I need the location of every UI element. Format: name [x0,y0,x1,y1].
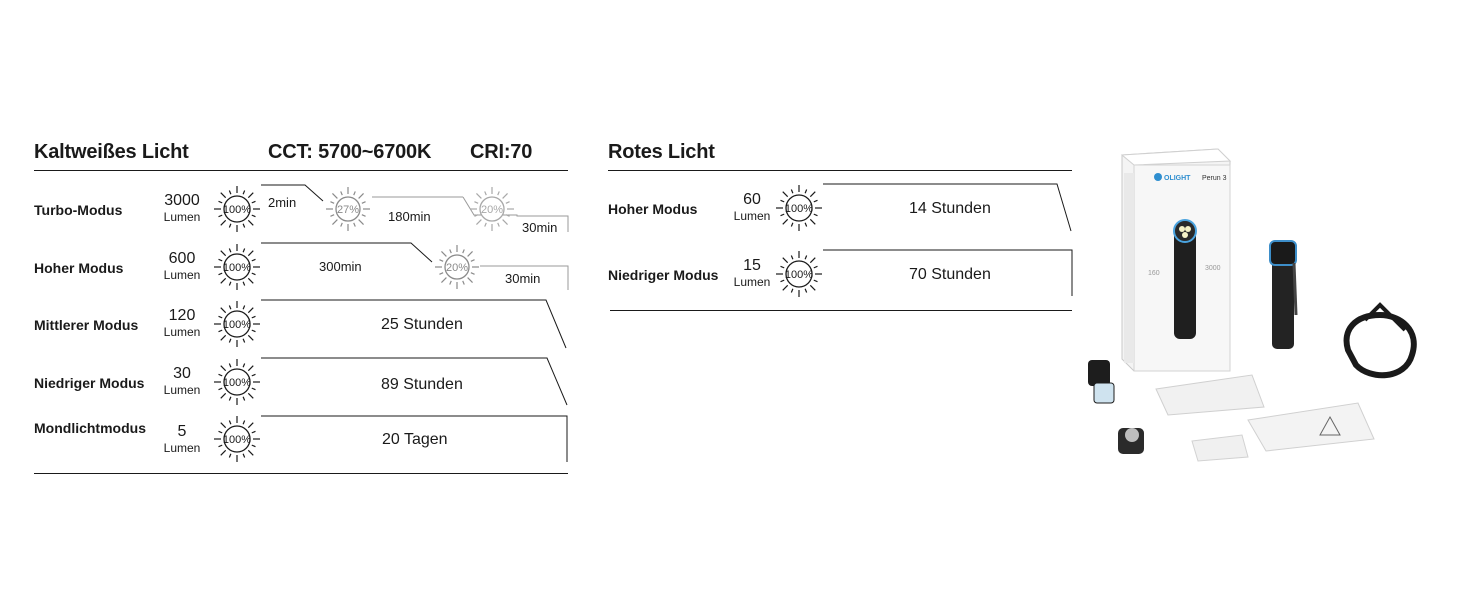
red-duration-high: 14 Stunden [909,200,991,217]
clip-top [1088,360,1115,404]
red-mode-label-high: Hoher Modus [608,201,698,217]
sun-icon-medium-100-label: 100% [223,319,251,331]
clip-bottom [1118,428,1144,454]
duration-moonlight: 20 Tagen [382,431,448,448]
cool-footer-rule [34,473,568,474]
lumens-high: 600 [168,250,196,267]
mode-label-moonlight: Mondlichtmodus [34,420,146,436]
sun-icon-high-20: 20% [435,245,479,289]
high-runtime-line-2 [480,265,569,290]
manual-1 [1155,374,1265,416]
card [1191,434,1249,462]
low-runtime-line [261,357,568,406]
cool-section-title: Kaltweißes Licht [34,141,189,163]
red-high-runtime-line [823,183,1072,232]
lumens-medium: 120 [168,307,196,324]
duration-turbo-step1: 2min [268,195,297,210]
medium-runtime-line [261,299,567,349]
sun-icon-red-low-100: 100% [776,251,822,297]
turbo-runtime-line-1 [261,184,324,202]
sun-icon-high-100-label: 100% [223,262,251,274]
headband [1343,302,1417,379]
sun-icon-turbo-20: 20% [470,187,514,231]
lumens-low: 30 [173,365,191,382]
lumen-unit-turbo: Lumen [163,210,201,224]
warning-triangle-icon [1319,415,1341,436]
red-lumen-unit-low: Lumen [733,275,771,289]
sun-icon-red-low-100-label: 100% [785,269,813,281]
mode-label-high: Hoher Modus [34,260,124,276]
product-brand-text: OLIGHT [1164,175,1191,182]
duration-medium: 25 Stunden [381,316,463,333]
red-lumen-unit-high: Lumen [733,209,771,223]
sun-icon-turbo-27: 27% [326,187,370,231]
lumen-unit-high: Lumen [163,268,201,282]
sun-icon-medium-100: 100% [214,301,260,347]
red-lumens-high: 60 [743,191,761,208]
sun-icon-turbo-20-label: 20% [481,204,503,216]
sun-icon-high-20-label: 20% [446,262,468,274]
moonlight-runtime-line [261,415,568,462]
sun-icon-turbo-100-label: 100% [223,204,251,216]
sun-icon-high-100: 100% [214,244,260,290]
duration-turbo-step2: 180min [388,209,431,224]
duration-high-step2: 30min [505,271,541,286]
lumens-turbo: 3000 [164,192,200,209]
duration-turbo-step3: 30min [522,220,558,235]
red-lumens-low: 15 [743,257,761,274]
lumens-moonlight: 5 [177,423,187,440]
product-spec-right: 3000 [1205,265,1221,272]
red-footer-rule [610,310,1072,311]
sun-icon-low-100: 100% [214,359,260,405]
sun-icon-red-high-100: 100% [776,185,822,231]
lumen-unit-medium: Lumen [163,325,201,339]
sun-icon-turbo-100: 100% [214,186,260,232]
cri-value: CRI:70 [470,141,533,163]
red-duration-low: 70 Stunden [909,266,991,283]
mode-label-low: Niedriger Modus [34,375,145,391]
red-mode-label-low: Niedriger Modus [608,267,719,283]
turbo-runtime-line-2b [462,196,569,232]
product-model-text: Perun 3 [1202,175,1227,182]
product-spec-left: 160 [1148,270,1160,277]
sun-icon-low-100-label: 100% [223,377,251,389]
product-box [1120,148,1232,372]
manual-2 [1247,402,1375,452]
cool-header-rule [34,170,568,171]
red-low-runtime-line [823,249,1073,296]
sun-icon-moonlight-100: 100% [214,416,260,462]
mode-label-turbo: Turbo-Modus [34,202,123,218]
sun-icon-moonlight-100-label: 100% [223,434,251,446]
red-header-rule [608,170,1072,171]
duration-high-step1: 300min [319,259,362,274]
flashlight [1269,240,1298,349]
lumen-unit-moonlight: Lumen [163,441,201,455]
sun-icon-red-high-100-label: 100% [785,203,813,215]
cct-value: CCT: 5700~6700K [268,141,432,163]
duration-low: 89 Stunden [381,376,463,393]
high-runtime-line-1 [261,242,433,263]
red-section-title: Rotes Licht [608,141,715,163]
mode-label-medium: Mittlerer Modus [34,317,139,333]
lumen-unit-low: Lumen [163,383,201,397]
product-package-image: OLIGHT Perun 3 160 3000 [1088,148,1417,462]
sun-icon-turbo-27-label: 27% [337,204,359,216]
